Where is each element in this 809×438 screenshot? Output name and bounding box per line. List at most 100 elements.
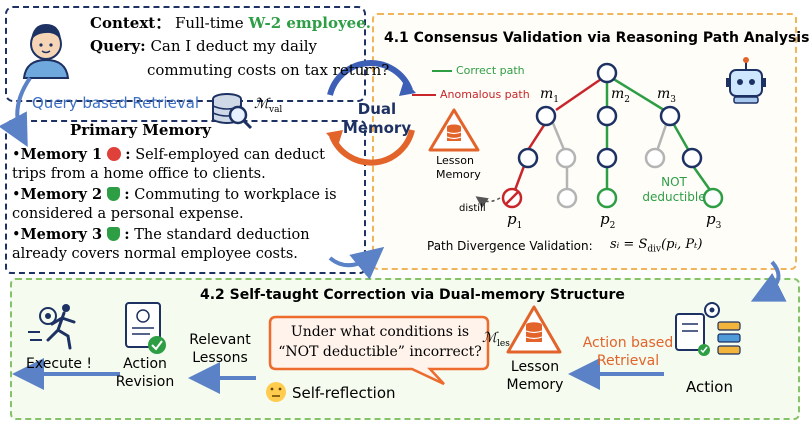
query-box bbox=[5, 6, 366, 102]
green-shield-check-icon bbox=[106, 227, 120, 241]
action-revision-line-2: Revision bbox=[115, 374, 175, 390]
lesson-memory-41-line-1: Lesson bbox=[436, 154, 474, 167]
p2-sub: 2 bbox=[609, 221, 616, 231]
memory-1-sep: : bbox=[125, 146, 131, 163]
memory-3-text-2: already covers normal employee costs. bbox=[12, 246, 298, 262]
context-highlight: W-2 employee. bbox=[248, 14, 371, 32]
database-search-icon bbox=[212, 93, 253, 130]
execute-runner-icon bbox=[28, 304, 76, 350]
distill-label: distill bbox=[459, 203, 486, 214]
dual-memory-line-1: Dual bbox=[357, 100, 397, 118]
p2-main: p bbox=[600, 210, 610, 228]
m2-sub: 2 bbox=[624, 94, 631, 105]
lesson-memory-42-label: Lesson Memory bbox=[500, 358, 570, 394]
action-revision-line-1: Action bbox=[123, 356, 167, 372]
val-symbol-main: ℳ bbox=[254, 96, 269, 112]
memory-2-label: Memory 2 bbox=[20, 186, 103, 203]
bullet: • bbox=[12, 187, 21, 203]
lesson-memory-42-line-2: Memory bbox=[506, 377, 564, 393]
legend-correct-label: Correct path bbox=[456, 64, 525, 77]
p1-label: p1 bbox=[507, 210, 522, 231]
dual-memory-label: Dual Memory bbox=[341, 100, 413, 138]
memory-2-text-2: considered a personal expense. bbox=[12, 206, 244, 222]
action-based-line-1: Action based bbox=[582, 335, 674, 351]
p1-main: p bbox=[507, 210, 517, 228]
formula-sub: div bbox=[647, 244, 662, 255]
p1-sub: 1 bbox=[516, 221, 523, 231]
lesson-memory-bottom-icon bbox=[506, 305, 562, 354]
validation-to-action-arrow bbox=[750, 260, 787, 302]
section-42-title: 4.2 Self-taught Correction via Dual-memo… bbox=[200, 287, 625, 303]
primary-memory-box bbox=[5, 120, 366, 274]
memory-1-text-2: trips from a home office to clients. bbox=[12, 166, 266, 182]
path-divergence-label: Path Divergence Validation: bbox=[427, 239, 593, 253]
bullet: • bbox=[12, 227, 21, 243]
m2-label: m2 bbox=[611, 86, 630, 105]
dual-memory-cycle-icon bbox=[326, 60, 416, 166]
self-reflection-label: Self-reflection bbox=[292, 384, 396, 402]
not-deductible-line-2: deductible bbox=[642, 190, 706, 204]
robot-icon bbox=[726, 57, 766, 104]
m1-label: m1 bbox=[540, 86, 559, 105]
query-label: Query: bbox=[90, 37, 146, 55]
memory-item-2: •Memory 2 : Commuting to workplace is co… bbox=[12, 185, 337, 224]
memory-item-3: •Memory 3 : The standard deduction alrea… bbox=[12, 225, 310, 264]
m3-label: m3 bbox=[657, 86, 676, 105]
lesson-memory-41-label: Lesson Memory bbox=[436, 154, 481, 182]
p3-main: p bbox=[706, 210, 716, 228]
bullet: • bbox=[12, 147, 21, 163]
lesson-memory-warning-icon bbox=[428, 108, 480, 152]
bubble-line-1: Under what conditions is bbox=[290, 324, 470, 340]
relevant-lessons-line-2: Lessons bbox=[192, 350, 248, 366]
memory-1-text-1: Self-employed can deduct bbox=[135, 147, 325, 163]
reasoning-tree bbox=[501, 62, 724, 209]
query-retrieval-label: Query based Retrieval bbox=[32, 94, 200, 112]
lesson-memory-42-line-1: Lesson bbox=[510, 359, 560, 375]
execute-label: Execute ! bbox=[26, 356, 93, 372]
relevant-lessons-label: Relevant Lessons bbox=[180, 331, 260, 367]
context-line: Context： Full-time W-2 employee. bbox=[90, 12, 371, 33]
les-symbol-main: ℳ bbox=[482, 330, 497, 346]
self-reflection-bubble bbox=[268, 315, 490, 386]
bubble-line-2: “NOT deductible” incorrect? bbox=[278, 344, 482, 360]
p3-sub: 3 bbox=[715, 221, 722, 231]
action-revision-label: Action Revision bbox=[110, 355, 180, 391]
legend-anomalous-label: Anomalous path bbox=[440, 88, 530, 101]
dual-memory-line-2: Memory bbox=[342, 119, 412, 137]
query-text-1: Can I deduct my daily bbox=[150, 37, 318, 55]
les-subscript: les bbox=[496, 338, 510, 349]
val-symbol: ℳval bbox=[254, 96, 282, 115]
memory-2-sep: : bbox=[124, 186, 130, 203]
divergence-formula: sᵢ = Sdiv(pᵢ, Pₜ) bbox=[610, 237, 702, 255]
context-label: Context bbox=[90, 14, 156, 32]
memory-3-label: Memory 3 bbox=[20, 226, 103, 243]
p2-label: p2 bbox=[600, 210, 615, 231]
memory-2-text-1: Commuting to workplace is bbox=[134, 187, 337, 203]
thinking-face-icon bbox=[266, 382, 286, 402]
m1-main: m bbox=[540, 86, 554, 102]
m3-sub: 3 bbox=[670, 94, 677, 105]
memory-to-validation-arrow bbox=[328, 246, 385, 280]
formula-main: sᵢ = S bbox=[610, 237, 648, 252]
action-label: Action bbox=[686, 378, 733, 396]
context-separator: ： bbox=[155, 14, 171, 32]
action-flowchart-icon bbox=[675, 302, 741, 356]
lesson-memory-41-line-2: Memory bbox=[436, 168, 481, 181]
m2-main: m bbox=[611, 86, 625, 102]
memory-3-text-1: The standard deduction bbox=[134, 227, 310, 243]
action-based-line-2: Retrieval bbox=[596, 353, 660, 369]
m1-sub: 1 bbox=[553, 94, 560, 105]
red-devil-icon bbox=[106, 147, 121, 161]
memory-item-1: •Memory 1 : Self-employed can deduct tri… bbox=[12, 145, 325, 184]
memory-1-label: Memory 1 bbox=[20, 146, 103, 163]
relevant-lessons-line-1: Relevant bbox=[189, 332, 251, 348]
not-deductible-line-1: NOT bbox=[661, 175, 687, 189]
val-subscript: val bbox=[268, 104, 283, 115]
document-revision-icon bbox=[125, 302, 166, 354]
not-deductible-label: NOT deductible bbox=[638, 175, 710, 205]
primary-memory-title: Primary Memory bbox=[70, 121, 211, 139]
formula-args: (pᵢ, Pₜ) bbox=[661, 237, 703, 252]
p3-label: p3 bbox=[706, 210, 721, 231]
user-avatar-icon bbox=[22, 24, 70, 79]
